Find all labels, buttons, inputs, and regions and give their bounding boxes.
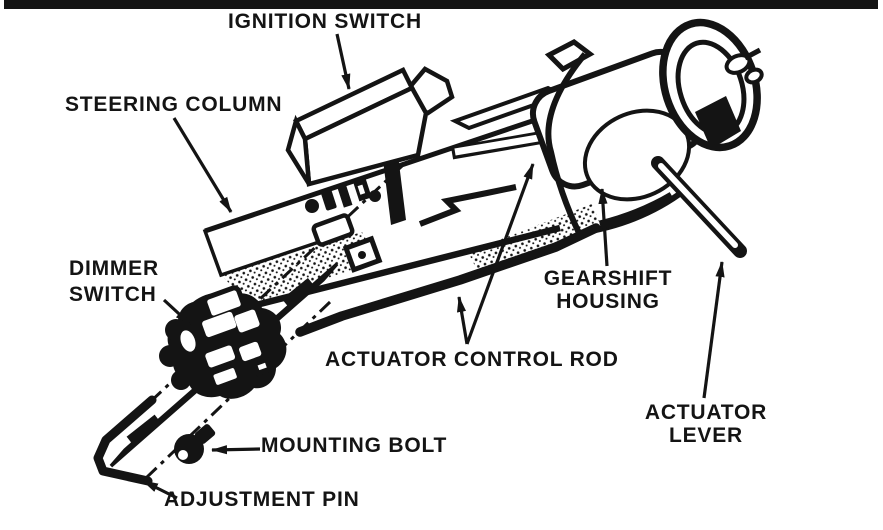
adjustment-pin-arrow (142, 479, 178, 500)
gearshift-housing-part (529, 39, 706, 236)
mounting-bolt-part (174, 424, 216, 464)
dimmer-switch-arrow (162, 298, 192, 326)
actuator-control-rod-part (295, 223, 601, 337)
ignition-switch-arrow (335, 33, 351, 90)
actuator-lever-line1: ACTUATOR (644, 401, 768, 424)
label-gearshift-housing: GEARSHIFT HOUSING (538, 267, 678, 313)
gearshift-housing-line1: GEARSHIFT (543, 267, 673, 290)
gearshift-housing-arrow (598, 188, 609, 267)
actuator-lever-line2: LEVER (668, 424, 743, 447)
label-steering-column: STEERING COLUMN (65, 93, 283, 116)
mounting-bolt-arrow (211, 445, 261, 455)
leader-lines (142, 33, 725, 500)
steering-column-arrow (172, 117, 233, 213)
dimmer-switch-line2: SWITCH (69, 283, 157, 306)
top-border-bar (4, 0, 878, 9)
ignition-switch-part (285, 67, 429, 187)
control-rod-arrow-right (465, 163, 535, 345)
adjustment-pin-part (93, 395, 162, 486)
label-actuator-control-rod: ACTUATOR CONTROL ROD (325, 348, 619, 371)
actuator-lever-part (651, 156, 747, 258)
label-ignition-switch: IGNITION SWITCH (228, 10, 422, 33)
label-dimmer-switch: DIMMER SWITCH (69, 256, 159, 308)
dimmer-switch-part (159, 277, 317, 399)
label-actuator-lever: ACTUATOR LEVER (643, 401, 769, 447)
label-adjustment-pin: ADJUSTMENT PIN (164, 488, 360, 511)
dimmer-switch-line1: DIMMER (69, 257, 159, 280)
gearshift-housing-line2: HOUSING (556, 290, 660, 313)
wheel-spoke (695, 96, 741, 149)
control-rod-arrow-left (456, 296, 469, 345)
steering-wheel (659, 18, 764, 152)
label-mounting-bolt: MOUNTING BOLT (261, 434, 448, 457)
actuator-lever-arrow (702, 261, 725, 399)
